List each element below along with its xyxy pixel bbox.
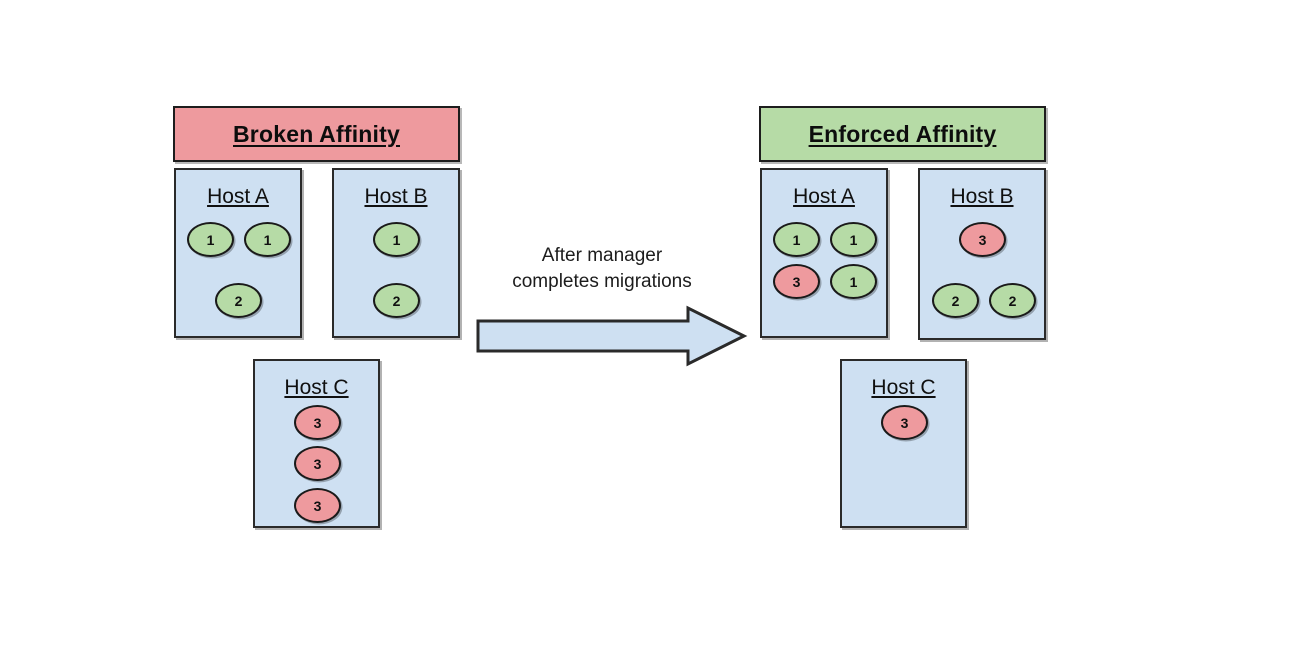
transition-caption: After manager completes migrations (512, 245, 692, 292)
enforced-host-c-title: Host C (871, 376, 936, 399)
vm-ellipse: 2 (989, 283, 1036, 318)
enforced-host-a-title: Host A (793, 185, 855, 208)
vm-ellipse: 1 (187, 222, 234, 257)
broken-host-a-box: Host A 1 1 2 (174, 168, 302, 338)
arrow-right-icon (476, 305, 748, 367)
vm-ellipse: 1 (244, 222, 291, 257)
vm-ellipse: 3 (294, 405, 341, 440)
broken-affinity-header: Broken Affinity (173, 106, 460, 162)
vm-ellipse: 3 (294, 488, 341, 523)
vm-ellipse: 1 (773, 222, 820, 257)
vm-ellipse: 1 (830, 222, 877, 257)
enforced-host-b-title: Host B (950, 185, 1014, 208)
vm-ellipse: 3 (294, 446, 341, 481)
broken-host-b-box: Host B 1 2 (332, 168, 460, 338)
enforced-affinity-header: Enforced Affinity (759, 106, 1046, 162)
enforced-affinity-header-label: Enforced Affinity (808, 120, 997, 147)
transition-arrow (476, 305, 748, 367)
broken-affinity-header-label: Broken Affinity (233, 120, 400, 147)
broken-host-c-title: Host C (284, 376, 349, 399)
vm-ellipse: 2 (215, 283, 262, 318)
vm-ellipse: 1 (830, 264, 877, 299)
enforced-host-c-box: Host C 3 (840, 359, 967, 528)
vm-ellipse: 2 (932, 283, 979, 318)
broken-host-b-title: Host B (364, 185, 428, 208)
vm-ellipse: 1 (373, 222, 420, 257)
vm-ellipse: 3 (881, 405, 928, 440)
enforced-host-b-box: Host B 3 2 2 (918, 168, 1046, 340)
vm-ellipse: 3 (773, 264, 820, 299)
vm-ellipse: 2 (373, 283, 420, 318)
vm-ellipse: 3 (959, 222, 1006, 257)
broken-host-a-title: Host A (207, 185, 269, 208)
broken-host-c-box: Host C 3 3 3 (253, 359, 380, 528)
enforced-host-a-box: Host A 1 1 3 1 (760, 168, 888, 338)
